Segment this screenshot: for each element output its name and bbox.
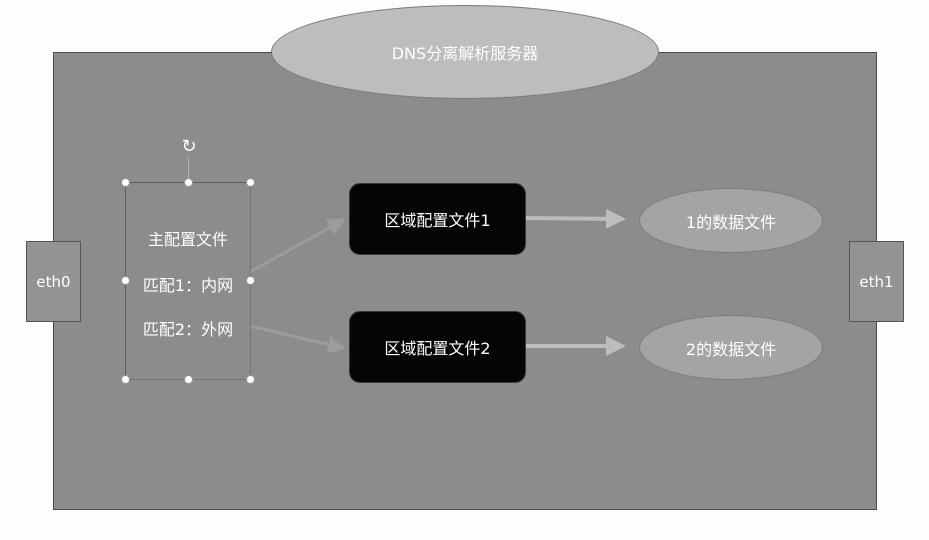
rotate-handle-icon[interactable]: ↻ bbox=[181, 136, 197, 157]
data-file-2[interactable]: 2的数据文件 bbox=[639, 315, 823, 380]
resize-handle-left[interactable] bbox=[121, 276, 130, 285]
match-1-intranet: 匹配1：内网 bbox=[142, 276, 234, 295]
data-file-2-label: 2的数据文件 bbox=[685, 339, 777, 359]
port-eth0[interactable]: eth0 bbox=[26, 241, 81, 322]
resize-handle-bottom-right[interactable] bbox=[246, 375, 255, 384]
rotate-stem bbox=[188, 157, 189, 182]
resize-handle-top[interactable] bbox=[184, 178, 193, 187]
zone-config-file-1[interactable]: 区域配置文件1 bbox=[349, 183, 526, 255]
resize-handle-bottom-left[interactable] bbox=[121, 375, 130, 384]
data-file-1-label: 1的数据文件 bbox=[685, 212, 777, 232]
arrow-match1-to-zone1[interactable] bbox=[249, 218, 346, 274]
server-title-ellipse[interactable]: DNS分离解析服务器 bbox=[271, 5, 659, 99]
server-title: DNS分离解析服务器 bbox=[391, 44, 539, 63]
port-eth1-label: eth1 bbox=[859, 272, 894, 291]
data-file-1[interactable]: 1的数据文件 bbox=[639, 188, 823, 253]
dns-server-panel bbox=[53, 52, 877, 510]
main-config-box[interactable]: 主配置文件 匹配1：内网 匹配2：外网 bbox=[126, 183, 250, 379]
match-2-extranet: 匹配2：外网 bbox=[142, 320, 234, 339]
zone-config-file-2[interactable]: 区域配置文件2 bbox=[349, 311, 526, 383]
resize-handle-bottom[interactable] bbox=[184, 375, 193, 384]
resize-handle-right[interactable] bbox=[246, 276, 255, 285]
resize-handle-top-left[interactable] bbox=[121, 178, 130, 187]
port-eth0-label: eth0 bbox=[36, 272, 71, 291]
main-config-title: 主配置文件 bbox=[147, 230, 228, 249]
arrow-match2-to-zone2[interactable] bbox=[249, 324, 346, 354]
resize-handle-top-right[interactable] bbox=[246, 178, 255, 187]
zone-config-file-2-label: 区域配置文件2 bbox=[384, 339, 491, 358]
zone-config-file-1-label: 区域配置文件1 bbox=[384, 211, 491, 230]
port-eth1[interactable]: eth1 bbox=[849, 241, 904, 322]
arrow-zone1-to-data1[interactable] bbox=[523, 208, 626, 229]
